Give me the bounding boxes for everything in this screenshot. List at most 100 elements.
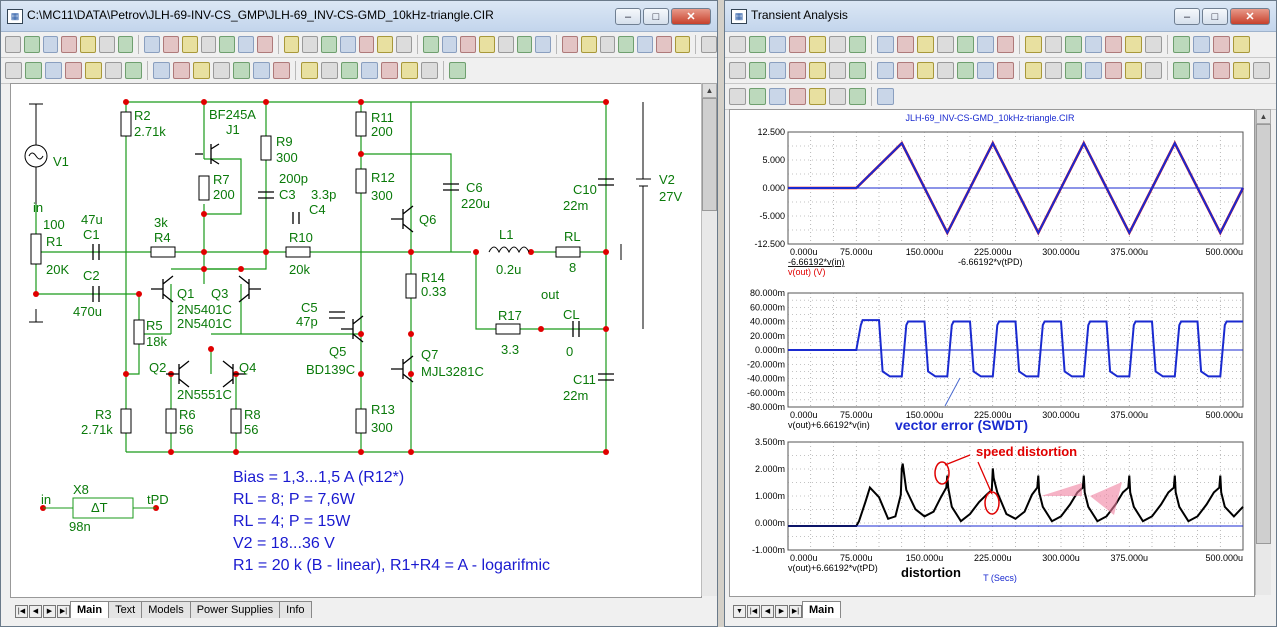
analysis-tool-button-icon[interactable] xyxy=(809,88,826,105)
schematic-tool-button-icon[interactable] xyxy=(396,36,412,53)
schematic-tool-button-icon[interactable] xyxy=(105,62,122,79)
schematic-tool-button-icon[interactable] xyxy=(618,36,635,53)
tab-last-icon[interactable]: ▶| xyxy=(57,605,70,618)
analysis-tool-button-icon[interactable] xyxy=(749,36,766,53)
analysis-tool-button-icon[interactable] xyxy=(809,36,826,53)
analysis-tool-button-icon[interactable] xyxy=(789,62,806,79)
analysis-tool-button-icon[interactable] xyxy=(977,36,994,53)
schematic-tool-button-icon[interactable] xyxy=(5,62,22,79)
schematic-tool-button-icon[interactable] xyxy=(421,62,438,79)
schematic-tool-button-icon[interactable] xyxy=(535,36,552,53)
analysis-tool-button-icon[interactable] xyxy=(789,36,806,53)
analysis-tool-button-icon[interactable] xyxy=(957,62,974,79)
analysis-tool-button-icon[interactable] xyxy=(1173,62,1190,79)
schematic-tool-button-icon[interactable] xyxy=(65,62,82,79)
analysis-tool-button-icon[interactable] xyxy=(1145,62,1162,79)
analysis-tool-button-icon[interactable] xyxy=(749,88,766,105)
analysis-tool-button-icon[interactable] xyxy=(937,36,954,53)
tab-prev-icon[interactable]: ◀ xyxy=(29,605,42,618)
analysis-tool-button-icon[interactable] xyxy=(849,62,866,79)
schematic-tool-button-icon[interactable] xyxy=(637,36,653,53)
schematic-tool-button-icon[interactable] xyxy=(125,62,142,79)
tab-first-icon[interactable]: |◀ xyxy=(15,605,28,618)
schematic-tool-button-icon[interactable] xyxy=(377,36,394,53)
analysis-tool-button-icon[interactable] xyxy=(1213,36,1230,53)
schematic-tool-button-icon[interactable] xyxy=(422,36,439,53)
analysis-scroll-thumb[interactable] xyxy=(1256,124,1271,544)
schematic-tool-button-icon[interactable] xyxy=(85,62,102,79)
schematic-tool-button-icon[interactable] xyxy=(358,36,375,53)
analysis-tool-button-icon[interactable] xyxy=(1193,62,1210,79)
schematic-tool-button-icon[interactable] xyxy=(273,62,290,79)
schematic-tool-button-icon[interactable] xyxy=(45,62,62,79)
schematic-tool-button-icon[interactable] xyxy=(283,36,300,53)
analysis-tool-button-icon[interactable] xyxy=(1233,36,1250,53)
analysis-tool-button-icon[interactable] xyxy=(1125,36,1142,53)
close-button[interactable]: ✕ xyxy=(671,8,711,25)
schematic-tool-button-icon[interactable] xyxy=(163,36,179,53)
analysis-tab-first-icon[interactable]: |◀ xyxy=(747,605,760,618)
schematic-tool-button-icon[interactable] xyxy=(80,36,96,53)
schematic-vertical-scrollbar[interactable]: ▲ xyxy=(701,83,717,596)
analysis-tool-button-icon[interactable] xyxy=(829,36,846,53)
analysis-tool-button-icon[interactable] xyxy=(977,62,994,79)
schematic-tool-button-icon[interactable] xyxy=(253,62,270,79)
analysis-tool-button-icon[interactable] xyxy=(877,62,894,79)
schematic-tool-button-icon[interactable] xyxy=(5,36,21,53)
schematic-tool-button-icon[interactable] xyxy=(193,62,210,79)
analysis-scroll-up-icon[interactable]: ▲ xyxy=(1256,109,1271,124)
schematic-tool-button-icon[interactable] xyxy=(153,62,170,79)
analysis-tool-button-icon[interactable] xyxy=(1085,62,1102,79)
analysis-tool-button-icon[interactable] xyxy=(1025,36,1042,53)
schematic-tool-button-icon[interactable] xyxy=(200,36,217,53)
analysis-vertical-scrollbar[interactable]: ▲ xyxy=(1255,109,1271,595)
analysis-tab-last-icon[interactable]: ▶| xyxy=(789,605,802,618)
schematic-tool-button-icon[interactable] xyxy=(562,36,578,53)
analysis-tool-button-icon[interactable] xyxy=(997,62,1014,79)
schematic-tool-button-icon[interactable] xyxy=(219,36,236,53)
schematic-tool-button-icon[interactable] xyxy=(701,36,717,53)
analysis-tool-button-icon[interactable] xyxy=(829,88,846,105)
tab-next-icon[interactable]: ▶ xyxy=(43,605,56,618)
analysis-tool-button-icon[interactable] xyxy=(1145,36,1162,53)
analysis-tab-next-icon[interactable]: ▶ xyxy=(775,605,788,618)
analysis-tool-button-icon[interactable] xyxy=(769,88,786,105)
schematic-tool-button-icon[interactable] xyxy=(516,36,533,53)
schematic-tool-button-icon[interactable] xyxy=(339,36,356,53)
analysis-tool-button-icon[interactable] xyxy=(1105,62,1122,79)
analysis-tool-button-icon[interactable] xyxy=(937,62,954,79)
tab-power-supplies[interactable]: Power Supplies xyxy=(189,601,281,618)
schematic-tool-button-icon[interactable] xyxy=(42,36,59,53)
analysis-tool-button-icon[interactable] xyxy=(829,62,846,79)
schematic-tool-button-icon[interactable] xyxy=(580,36,597,53)
analysis-tool-button-icon[interactable] xyxy=(809,62,826,79)
analysis-tool-button-icon[interactable] xyxy=(769,36,786,53)
analysis-tool-button-icon[interactable] xyxy=(1065,62,1082,79)
analysis-tool-button-icon[interactable] xyxy=(997,36,1014,53)
schematic-tool-button-icon[interactable] xyxy=(341,62,358,79)
analysis-tool-button-icon[interactable] xyxy=(1213,62,1230,79)
analysis-tool-button-icon[interactable] xyxy=(957,36,974,53)
analysis-tool-button-icon[interactable] xyxy=(877,36,894,53)
tab-text[interactable]: Text xyxy=(108,601,143,618)
schematic-tool-button-icon[interactable] xyxy=(655,36,672,53)
tab-info[interactable]: Info xyxy=(279,601,312,618)
analysis-tool-button-icon[interactable] xyxy=(1105,36,1122,53)
schematic-tool-button-icon[interactable] xyxy=(674,36,691,53)
schematic-tool-button-icon[interactable] xyxy=(25,62,42,79)
analysis-maximize-button[interactable]: □ xyxy=(1202,8,1228,25)
analysis-tool-button-icon[interactable] xyxy=(769,62,786,79)
schematic-tool-button-icon[interactable] xyxy=(181,36,198,53)
schematic-tool-button-icon[interactable] xyxy=(361,62,378,79)
schematic-canvas[interactable]: V1 in 100 R1 20K 47u C1 C2 470u 3k R4 R2… xyxy=(10,83,702,598)
analysis-tool-button-icon[interactable] xyxy=(729,62,746,79)
analysis-tool-button-icon[interactable] xyxy=(1045,62,1062,79)
analysis-tool-button-icon[interactable] xyxy=(729,36,746,53)
analysis-tool-button-icon[interactable] xyxy=(897,36,914,53)
analysis-tool-button-icon[interactable] xyxy=(1085,36,1102,53)
analysis-tool-button-icon[interactable] xyxy=(1173,36,1190,53)
analysis-tool-button-icon[interactable] xyxy=(917,36,934,53)
schematic-tool-button-icon[interactable] xyxy=(301,62,318,79)
analysis-tool-button-icon[interactable] xyxy=(849,36,866,53)
analysis-tab-main[interactable]: Main xyxy=(802,601,842,618)
